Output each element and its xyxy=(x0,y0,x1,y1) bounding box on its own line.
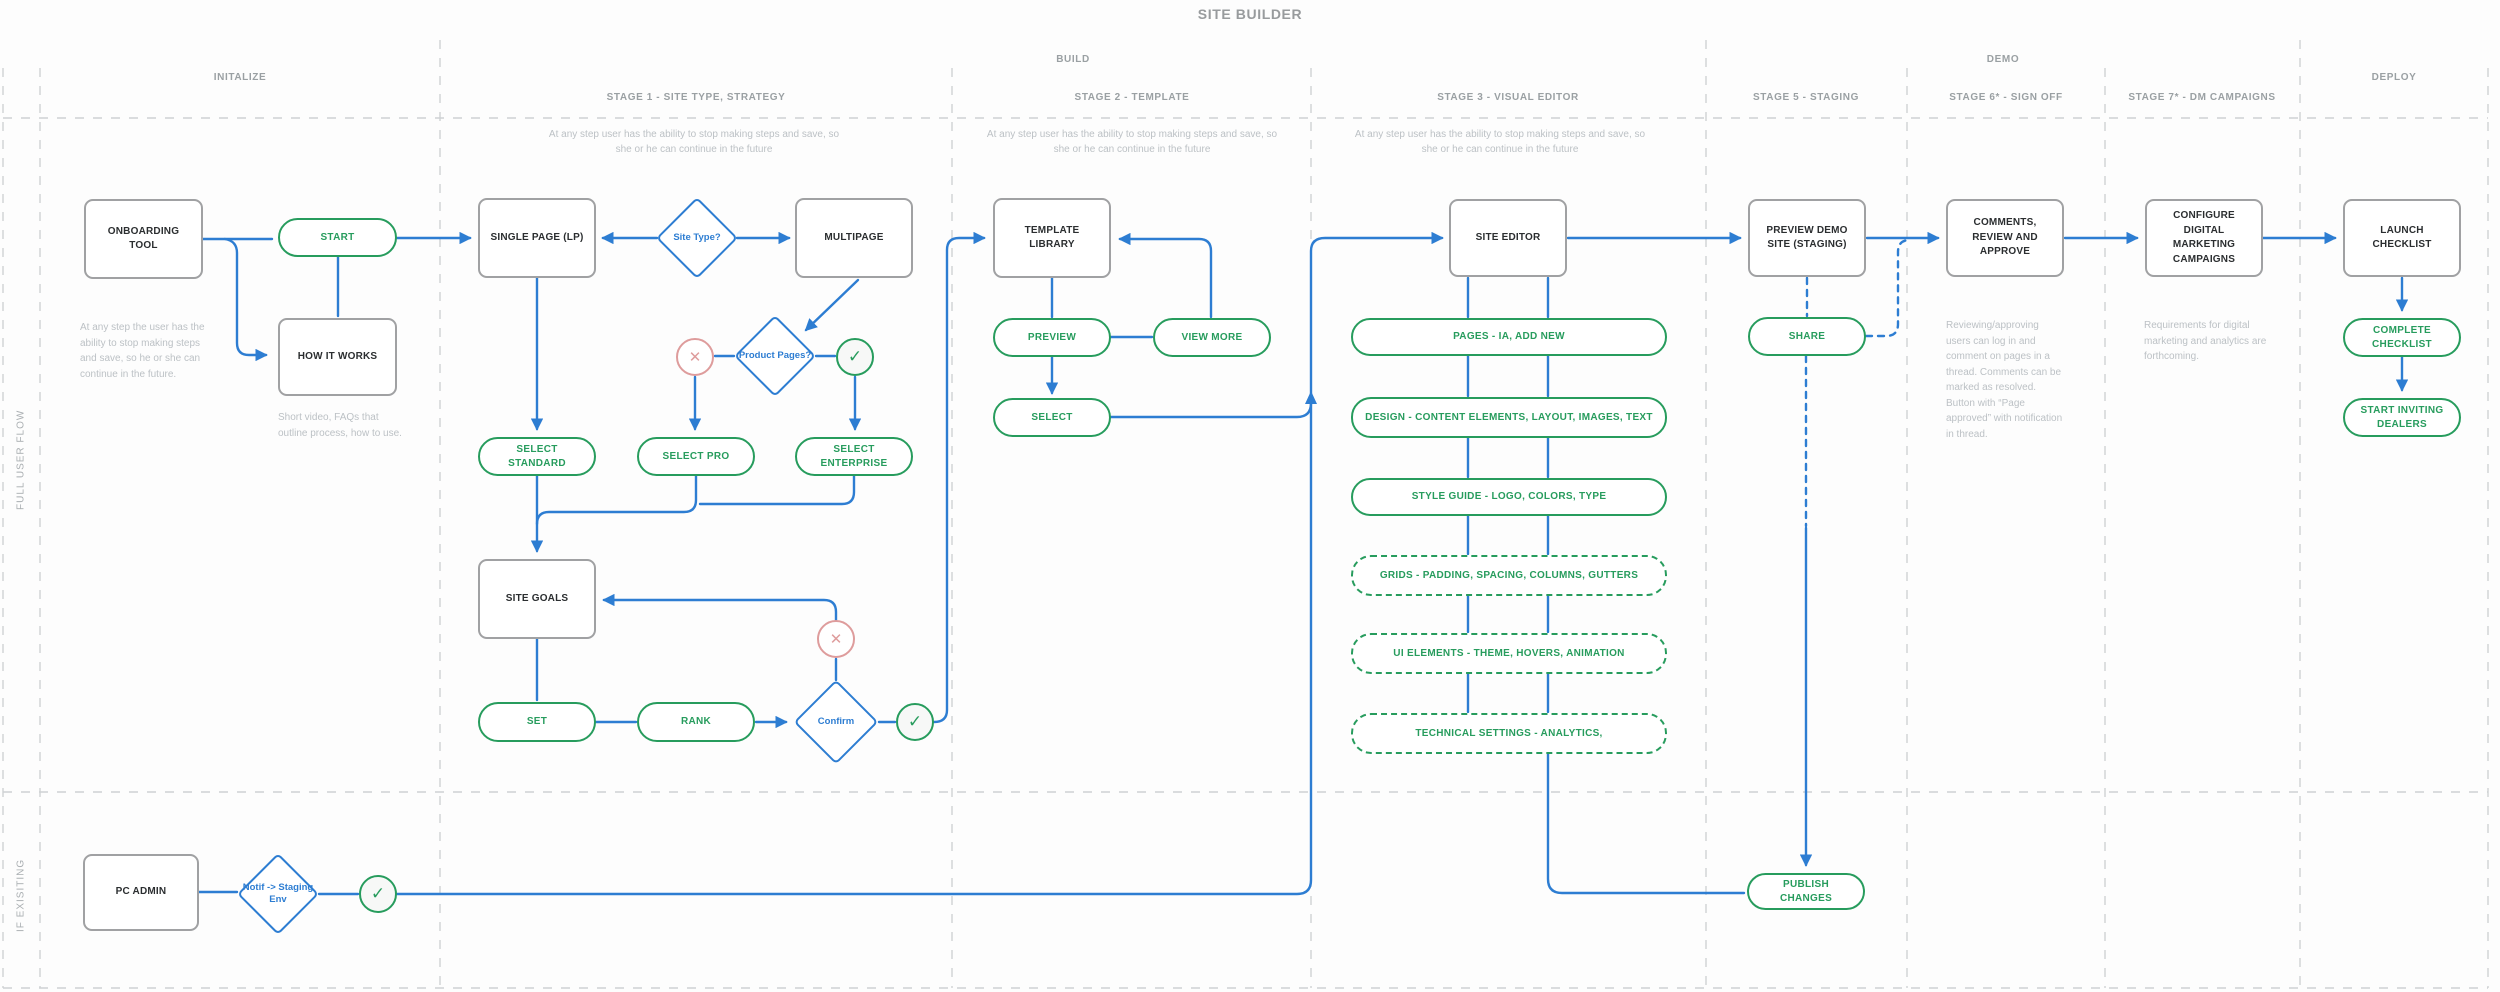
edge-reject2-sitegoals xyxy=(602,593,838,622)
node-design[interactable]: DESIGN - CONTENT ELEMENTS, LAYOUT, IMAGE… xyxy=(1351,397,1667,438)
edge-selectenterprise-merge xyxy=(698,474,856,506)
node-rank[interactable]: RANK xyxy=(637,702,755,742)
edge-grids-uielements xyxy=(1466,594,1550,634)
node-site-goals[interactable]: SITE GOALS xyxy=(478,559,596,639)
node-start-inviting-dealers[interactable]: START INVITING DEALERS xyxy=(2343,398,2461,437)
node-single-page[interactable]: SINGLE PAGE (LP) xyxy=(478,198,596,278)
decision-site-type[interactable]: Site Type? xyxy=(656,197,738,279)
stage-2-label: STAGE 2 - TEMPLATE xyxy=(1074,92,1190,103)
stage-3-label: STAGE 3 - VISUAL EDITOR xyxy=(1437,92,1579,103)
edge-onboarding-howitworks xyxy=(223,237,268,362)
row-label-if-existing: IF EXISITING xyxy=(15,858,27,932)
row-label-full-user-flow: FULL USER FLOW xyxy=(15,409,27,511)
stage-7-note: Requirements for digital marketing and a… xyxy=(2144,320,2267,362)
approve-icon[interactable]: ✓ xyxy=(836,338,874,376)
phase-build: BUILD xyxy=(1056,54,1090,65)
node-start[interactable]: START xyxy=(278,218,397,257)
note-onboarding: At any step the user has the ability to … xyxy=(80,322,205,380)
phase-demo: DEMO xyxy=(1986,54,2020,65)
node-configure-dm[interactable]: CONFIGURE DIGITAL MARKETING CAMPAIGNS xyxy=(2145,199,2263,277)
edge-approve2-templatelibrary xyxy=(932,231,986,724)
phase-initialize: INITALIZE xyxy=(213,72,267,83)
reject-icon[interactable]: ✕ xyxy=(817,620,855,658)
approve-icon[interactable]: ✓ xyxy=(896,703,934,741)
edge-main-siteeditor xyxy=(395,231,1444,896)
reject-icon[interactable]: ✕ xyxy=(676,338,714,376)
edge-styleguide-grids xyxy=(1466,514,1550,556)
node-pages[interactable]: PAGES - IA, ADD NEW xyxy=(1351,318,1667,356)
node-template-library[interactable]: TEMPLATE LIBRARY xyxy=(993,198,1111,278)
node-publish-changes[interactable]: PUBLISH CHANGES xyxy=(1747,873,1865,910)
edge-technical-publish xyxy=(1546,752,1746,895)
node-grids[interactable]: GRIDS - PADDING, SPACING, COLUMNS, GUTTE… xyxy=(1351,555,1667,596)
node-site-editor[interactable]: SITE EDITOR xyxy=(1449,199,1567,277)
grid-lines xyxy=(2,40,2489,989)
node-how-it-works[interactable]: HOW IT WORKS xyxy=(278,318,397,396)
node-set[interactable]: SET xyxy=(478,702,596,742)
node-select[interactable]: SELECT xyxy=(993,398,1111,437)
node-preview-demo-site[interactable]: PREVIEW DEMO SITE (STAGING) xyxy=(1748,199,1866,277)
stage-5-label: STAGE 5 - STAGING xyxy=(1753,92,1859,103)
page-title: SITE BUILDER xyxy=(1197,6,1303,22)
edge-siteeditor-pages xyxy=(1466,276,1550,319)
approve-icon[interactable]: ✓ xyxy=(359,875,397,913)
edge-viewmore-templatelibrary xyxy=(1118,232,1213,319)
node-launch-checklist[interactable]: LAUNCH CHECKLIST xyxy=(2343,199,2461,277)
stage-6-label: STAGE 6* - SIGN OFF xyxy=(1949,92,2063,103)
node-onboarding-tool[interactable]: ONBOARDING TOOL xyxy=(84,199,203,279)
note-how-it-works: Short video, FAQs that outline process, … xyxy=(278,412,402,439)
phase-deploy: DEPLOY xyxy=(2371,72,2417,83)
node-technical-settings[interactable]: TECHNICAL SETTINGS - ANALYTICS, xyxy=(1351,713,1667,754)
node-share[interactable]: SHARE xyxy=(1748,317,1866,356)
edge-select-merge xyxy=(1109,401,1313,419)
node-select-pro[interactable]: SELECT PRO xyxy=(637,437,755,476)
stage-1-note: At any step user has the ability to stop… xyxy=(548,129,840,155)
stage-7-label: STAGE 7* - DM CAMPAIGNS xyxy=(2128,92,2276,103)
edge-design-styleguide xyxy=(1466,436,1550,479)
dashed-flow-connectors xyxy=(1804,238,1912,528)
flow-connectors xyxy=(197,231,2409,896)
node-complete-checklist[interactable]: COMPLETE CHECKLIST xyxy=(2343,318,2461,357)
node-preview[interactable]: PREVIEW xyxy=(993,318,1111,357)
stage-1-label: STAGE 1 - SITE TYPE, STRATEGY xyxy=(606,92,786,103)
merge-up-arrowhead xyxy=(1305,391,1317,404)
node-select-standard[interactable]: SELECT STANDARD xyxy=(478,437,596,476)
decision-confirm[interactable]: Confirm xyxy=(793,679,879,765)
node-ui-elements[interactable]: UI ELEMENTS - THEME, HOVERS, ANIMATION xyxy=(1351,633,1667,674)
node-select-enterprise[interactable]: SELECT ENTERPRISE xyxy=(795,437,913,476)
decision-product-pages[interactable]: Product Pages? xyxy=(734,315,816,397)
stage-6-note: Reviewing/approving users can log in and… xyxy=(1946,320,2063,440)
stage-2-note: At any step user has the ability to stop… xyxy=(986,129,1278,155)
edge-uielements-technical xyxy=(1466,672,1550,714)
node-pc-admin[interactable]: PC ADMIN xyxy=(83,854,199,931)
edge-share-comments-dashed xyxy=(1864,238,1912,338)
node-multipage[interactable]: MULTIPAGE xyxy=(795,198,913,278)
node-view-more[interactable]: VIEW MORE xyxy=(1153,318,1271,357)
edge-pages-design xyxy=(1466,354,1550,398)
stage-3-note: At any step user has the ability to stop… xyxy=(1354,129,1646,155)
edge-selectpro-merge xyxy=(535,474,698,526)
node-style-guide[interactable]: STYLE GUIDE - LOGO, COLORS, TYPE xyxy=(1351,478,1667,516)
node-comments-review[interactable]: COMMENTS, REVIEW AND APPROVE xyxy=(1946,199,2064,277)
decision-notif-staging[interactable]: Notif -> Staging Env xyxy=(237,853,319,935)
